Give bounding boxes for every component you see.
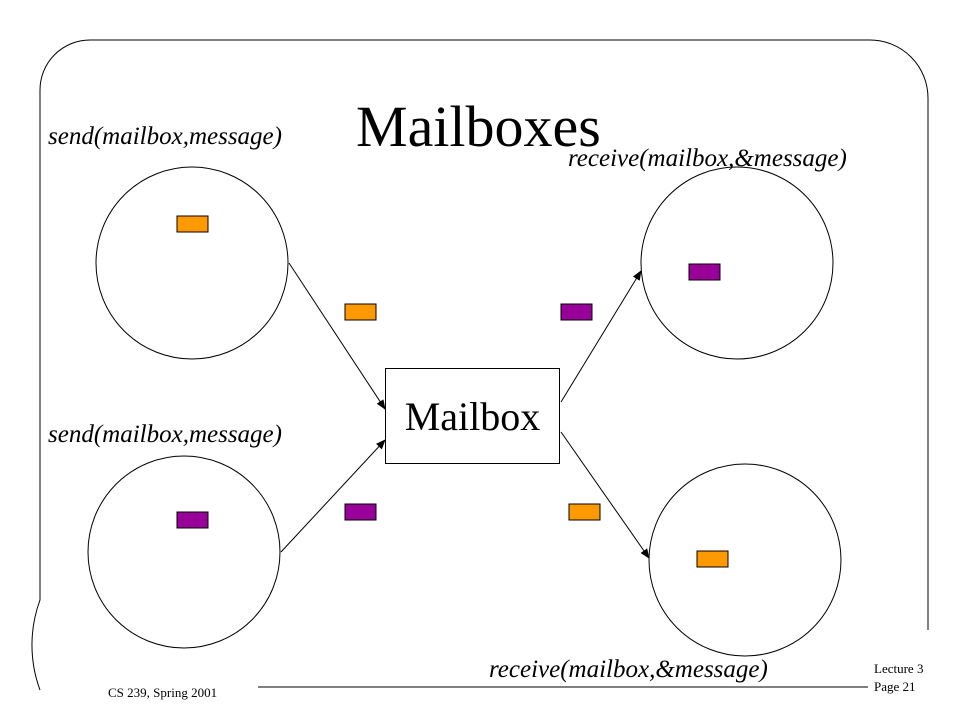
slide-title: Mailboxes <box>356 94 601 159</box>
message-in-transit-top-right <box>560 303 593 321</box>
send-arrow-top <box>288 262 386 410</box>
receive-arrow-bottom <box>560 431 650 559</box>
footer-lecture: Lecture 3 <box>874 661 924 676</box>
send-label-bottom: send(mailbox,message) <box>48 421 282 448</box>
slide-frame <box>31 39 929 691</box>
footer-course: CS 239, Spring 2001 <box>108 685 218 700</box>
message-in-transit-bottom-left <box>344 503 377 521</box>
receiver-process-bottom <box>648 463 842 657</box>
send-arrow-bottom <box>280 439 386 553</box>
send-label-top: send(mailbox,message) <box>48 123 282 150</box>
message-in-sender-bottom <box>176 511 209 529</box>
message-in-transit-bottom-right <box>568 503 601 521</box>
sender-process-top <box>95 166 289 360</box>
message-in-receiver-bottom <box>696 550 729 568</box>
receive-label-bottom: receive(mailbox,&message) <box>489 656 768 683</box>
message-in-transit-top-left <box>344 303 377 321</box>
receive-label-top: receive(mailbox,&message) <box>568 145 847 172</box>
receiver-process-top <box>640 166 834 360</box>
footer-page-number: Page 21 <box>874 679 916 694</box>
mailbox-node: Mailbox <box>385 368 560 464</box>
receive-arrow-top <box>560 270 642 403</box>
message-in-receiver-top <box>688 263 721 281</box>
mailbox-label: Mailbox <box>404 393 541 439</box>
message-in-sender-top <box>176 215 209 233</box>
sender-process-bottom <box>87 455 281 649</box>
